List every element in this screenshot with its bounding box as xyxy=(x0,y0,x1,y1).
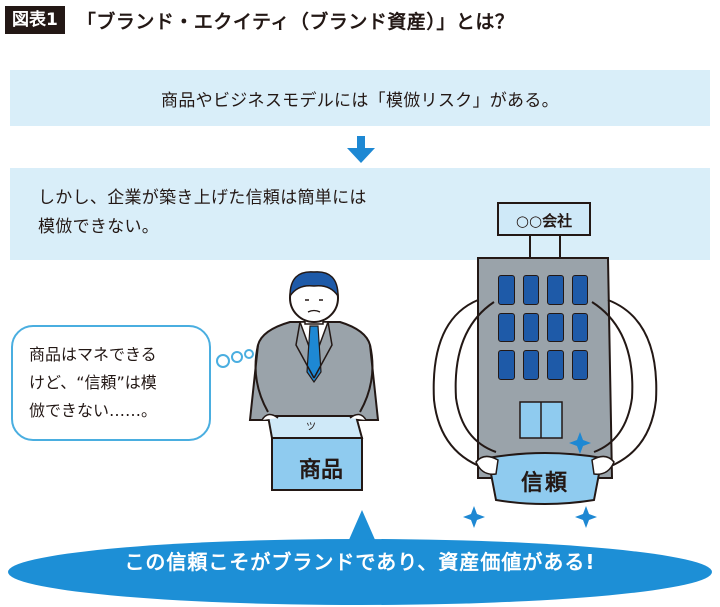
thought-line2: けど、“信頼”は模 xyxy=(29,373,157,392)
thought-dot xyxy=(216,354,230,368)
figure-header: 図表1 「ブランド・エクイティ（ブランド資産）」とは？ xyxy=(5,5,514,35)
thought-line3: 倣できない……。 xyxy=(29,401,158,420)
businessman-figure xyxy=(248,271,380,421)
window xyxy=(522,275,539,305)
building-windows xyxy=(498,275,588,380)
window xyxy=(498,350,515,380)
thought-line1: 商品はマネできる xyxy=(29,345,157,364)
window xyxy=(547,350,564,380)
trust-plate-label: 信頼 xyxy=(520,471,569,496)
down-arrow-icon xyxy=(347,136,375,163)
sparkle-icons xyxy=(463,432,597,528)
window xyxy=(498,312,515,343)
conclusion-shape xyxy=(8,510,712,605)
window xyxy=(522,312,539,343)
imitation-risk-band: 商品やビジネスモデルには「模倣リスク」がある。 xyxy=(10,70,710,126)
window xyxy=(571,350,588,380)
figure-number-tag: 図表1 xyxy=(5,6,65,34)
window xyxy=(571,312,588,343)
window xyxy=(522,350,539,380)
trust-text: しかし、企業が築き上げた信頼は簡単には 模倣できない。 xyxy=(38,184,367,242)
trust-plate xyxy=(475,452,615,505)
trust-band: しかし、企業が築き上げた信頼は簡単には 模倣できない。 xyxy=(10,168,710,260)
figure-title: 「ブランド・エクイティ（ブランド資産）」とは？ xyxy=(76,10,515,33)
thought-bubble: 商品はマネできる けど、“信頼”は模 倣できない……。 xyxy=(11,325,211,441)
svg-text:ツ: ツ xyxy=(306,422,316,433)
product-box-label: 商品 xyxy=(298,458,343,483)
trust-text-line1: しかし、企業が築き上げた信頼は簡単には xyxy=(38,188,367,208)
thought-dot xyxy=(231,351,243,363)
conclusion-text: この信頼こそがブランドであり、資産価値がある! xyxy=(124,550,596,574)
trust-text-line2: 模倣できない。 xyxy=(38,217,160,237)
thought-dot xyxy=(244,349,254,359)
window xyxy=(498,275,515,305)
window xyxy=(571,275,588,305)
company-sign-label: ○○会社 xyxy=(515,212,573,230)
window xyxy=(547,312,564,343)
imitation-risk-text: 商品やビジネスモデルには「模倣リスク」がある。 xyxy=(161,90,559,111)
window xyxy=(547,275,564,305)
product-box: ツ xyxy=(261,413,367,491)
